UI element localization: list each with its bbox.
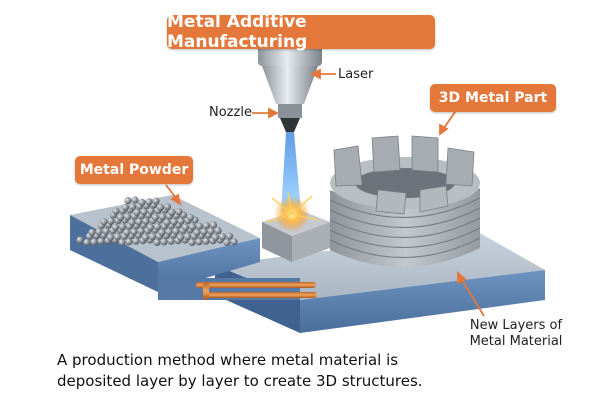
powder-particle	[153, 238, 161, 246]
new-layers-label: New Layers of Metal Material	[456, 318, 576, 350]
powder-particle	[175, 208, 183, 216]
metal-powder-tag: Metal Powder	[75, 156, 193, 184]
nozzle-label: Nozzle	[209, 105, 252, 120]
powder-particle	[225, 232, 234, 240]
title-banner: Metal Additive Manufacturing	[167, 12, 435, 52]
powder-particle	[230, 238, 238, 246]
powder-particle	[188, 238, 196, 246]
powder-particle	[181, 223, 190, 231]
powder-particle	[123, 228, 131, 236]
powder-particle	[170, 218, 178, 226]
new-layers-line2: Metal Material	[469, 334, 563, 349]
powder-particle	[195, 238, 203, 246]
powder-particle	[167, 237, 175, 245]
powder-particle	[128, 203, 137, 211]
powder-particle	[218, 233, 227, 241]
powder-particle	[83, 238, 91, 246]
laser-label: Laser	[338, 67, 374, 82]
powder-particle	[95, 228, 103, 236]
powder-particle	[176, 233, 185, 241]
powder-particle	[223, 238, 231, 246]
powder-particle	[102, 227, 110, 235]
powder-particle	[125, 238, 133, 246]
powder-particle	[183, 233, 192, 241]
powder-particle	[177, 217, 185, 225]
new-layers-line1: New Layers of	[469, 318, 563, 333]
metal-part	[329, 135, 481, 268]
powder-particle	[188, 223, 197, 231]
powder-particle	[186, 213, 195, 221]
powder-particle	[142, 217, 150, 225]
powder-particle	[118, 223, 127, 231]
powder-particle	[113, 233, 122, 241]
powder-particle	[111, 223, 120, 231]
powder-particle	[207, 227, 215, 235]
powder-particle	[90, 238, 98, 246]
powder-particle	[130, 228, 138, 236]
powder-particle	[138, 198, 146, 206]
caption-line1: A production method where metal material…	[57, 351, 399, 369]
powder-particle	[107, 217, 115, 225]
caption: A production method where metal material…	[57, 350, 577, 392]
powder-particle	[128, 218, 136, 226]
powder-particle	[156, 203, 165, 211]
powder-particle	[124, 197, 132, 205]
powder-particle	[147, 207, 155, 215]
powder-particle	[160, 238, 168, 246]
callout-arrows	[165, 68, 485, 317]
feed-channels	[196, 282, 317, 300]
powder-particle	[145, 198, 153, 206]
powder-particle	[100, 218, 108, 226]
powder-particle	[209, 221, 218, 229]
caption-line2: deposited layer by layer to create 3D st…	[57, 372, 423, 390]
powder-particle	[163, 203, 172, 211]
powder-particle	[200, 228, 208, 236]
powder-particle	[146, 223, 155, 231]
powder-particle	[131, 196, 139, 204]
powder-particle	[168, 208, 176, 216]
powder-particle	[165, 228, 173, 236]
powder-particle	[135, 218, 143, 226]
3d-metal-part-tag: 3D Metal Part	[430, 84, 556, 112]
powder-particle	[97, 237, 105, 245]
powder-particle	[158, 228, 166, 236]
powder-particle	[214, 227, 222, 235]
powder-particle	[132, 237, 140, 245]
powder-particle	[148, 233, 157, 241]
powder-particle	[140, 208, 148, 216]
laser-beam	[267, 132, 319, 232]
powder-particle	[88, 228, 96, 236]
powder-particle	[118, 238, 126, 246]
powder-particle	[193, 228, 201, 236]
nozzle	[258, 40, 322, 132]
powder-mound	[76, 196, 238, 246]
powder-particle	[76, 236, 84, 244]
powder-particle	[123, 213, 132, 221]
powder-particle	[133, 208, 141, 216]
powder-particle	[137, 227, 145, 235]
powder-particle	[211, 233, 220, 241]
powder-particle	[158, 213, 167, 221]
powder-particle	[121, 203, 130, 211]
powder-particle	[172, 227, 180, 235]
powder-particle	[202, 222, 211, 230]
powder-particle	[163, 218, 171, 226]
powder-particle	[112, 207, 120, 215]
powder-particle	[153, 223, 162, 231]
powder-particle	[141, 233, 150, 241]
powder-particle	[195, 222, 204, 230]
powder-particle	[202, 237, 210, 245]
powder-particle	[106, 233, 115, 241]
powder-particle	[116, 213, 125, 221]
powder-particle	[151, 213, 160, 221]
powder-particle	[152, 197, 160, 205]
